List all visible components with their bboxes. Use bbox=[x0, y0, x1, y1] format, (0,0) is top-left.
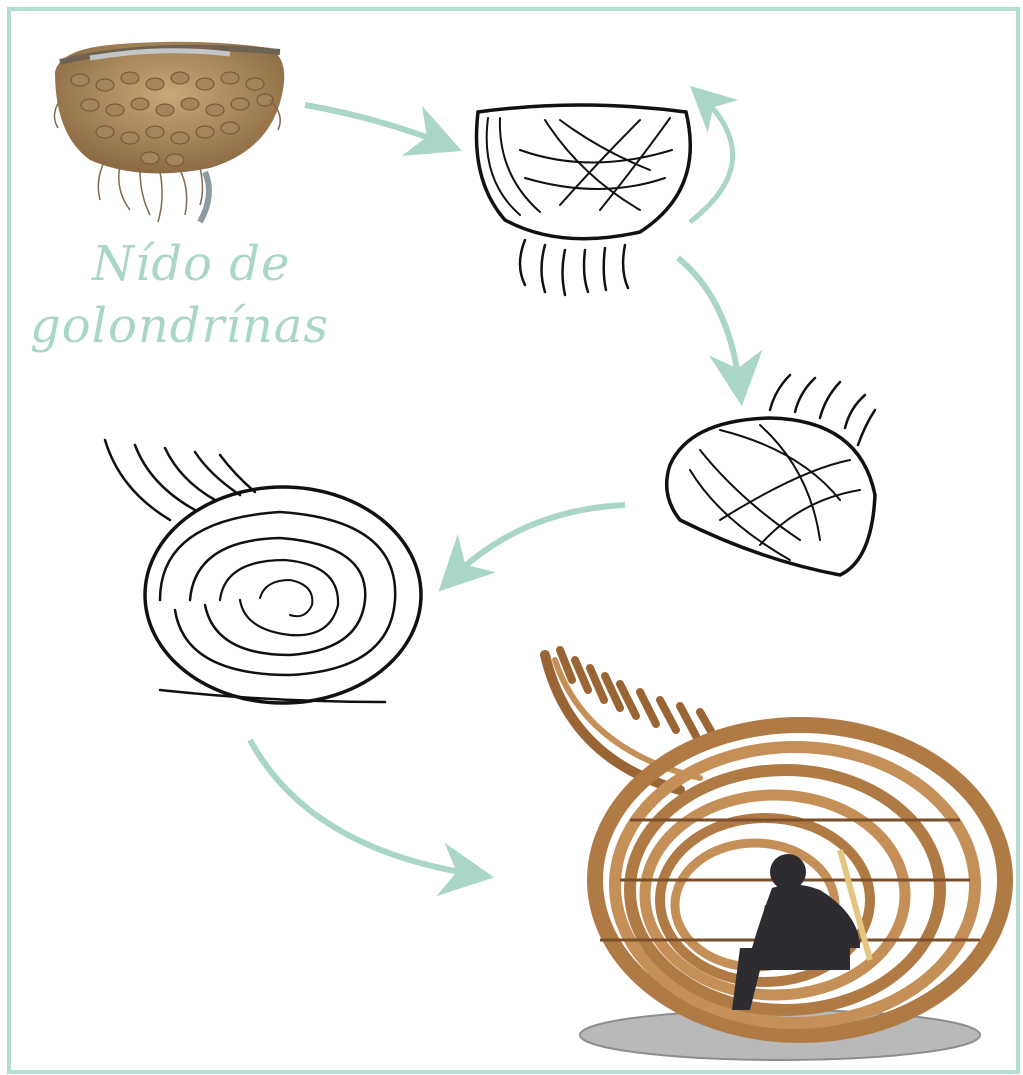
swallow-nest-illustration bbox=[54, 42, 284, 222]
wooden-pavilion-render bbox=[545, 650, 1005, 1060]
flow-arrow-4 bbox=[250, 740, 478, 875]
rotated-nest-sketch bbox=[667, 375, 875, 575]
flow-arrow-3 bbox=[450, 505, 625, 580]
flow-arrow-1 bbox=[305, 105, 447, 145]
rotation-arrow bbox=[690, 95, 733, 222]
spiral-sketch bbox=[105, 440, 421, 703]
flow-arrow-2 bbox=[678, 258, 740, 390]
caption-line-2: golondrínas bbox=[30, 298, 329, 354]
caption-line-1: Nído de bbox=[92, 236, 290, 292]
nest-sketch bbox=[477, 105, 691, 295]
